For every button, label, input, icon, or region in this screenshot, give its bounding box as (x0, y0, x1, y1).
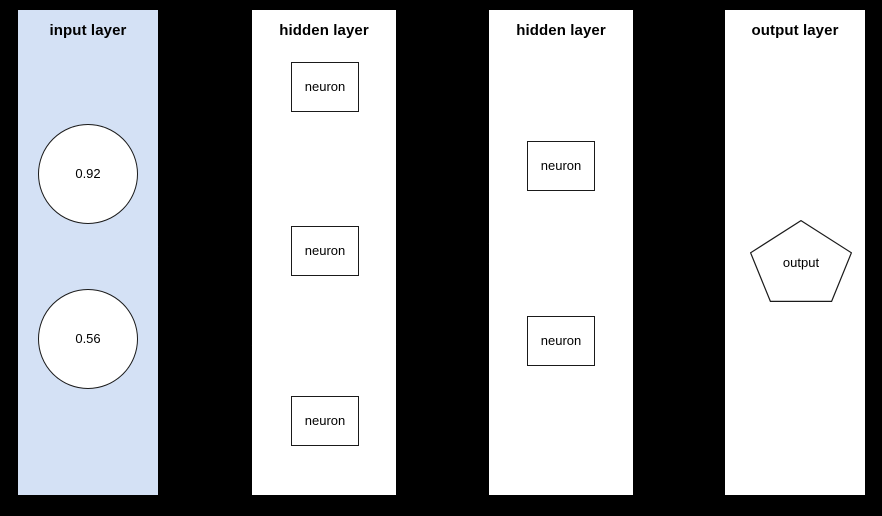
node-label-h2-2: neuron (540, 333, 582, 348)
node-label-h1-2: neuron (304, 243, 346, 258)
input-node-1[interactable] (38, 124, 138, 224)
panel-hidden-2: hidden layer neuron neuron (489, 10, 633, 495)
panel-input: input layer 0.92 0.56 (18, 10, 158, 495)
neuron-node-h1-3[interactable] (291, 396, 359, 446)
output-node-out-1[interactable] (749, 219, 853, 303)
panel-title-output: output layer (751, 22, 839, 39)
node-label-h1-1: neuron (304, 79, 346, 94)
pentagon-shape (749, 219, 853, 303)
node-label-h2-1: neuron (540, 158, 582, 173)
input-node-2[interactable] (38, 289, 138, 389)
node-label-in-2: 0.56 (75, 331, 101, 346)
panel-output: output layer output (725, 10, 865, 495)
neuron-node-h2-2[interactable] (527, 316, 595, 366)
node-label-in-1: 0.92 (75, 166, 101, 181)
neuron-node-h2-1[interactable] (527, 141, 595, 191)
pentagon-icon (749, 219, 853, 303)
neuron-node-h1-1[interactable] (291, 62, 359, 112)
node-label-out-1: output (782, 255, 820, 270)
panel-title-input: input layer (49, 22, 127, 39)
neuron-node-h1-2[interactable] (291, 226, 359, 276)
node-label-h1-3: neuron (304, 413, 346, 428)
panel-title-hidden-2: hidden layer (516, 22, 606, 39)
panel-title-hidden-1: hidden layer (279, 22, 369, 39)
panel-hidden-1: hidden layer neuron neuron neuron (252, 10, 396, 495)
